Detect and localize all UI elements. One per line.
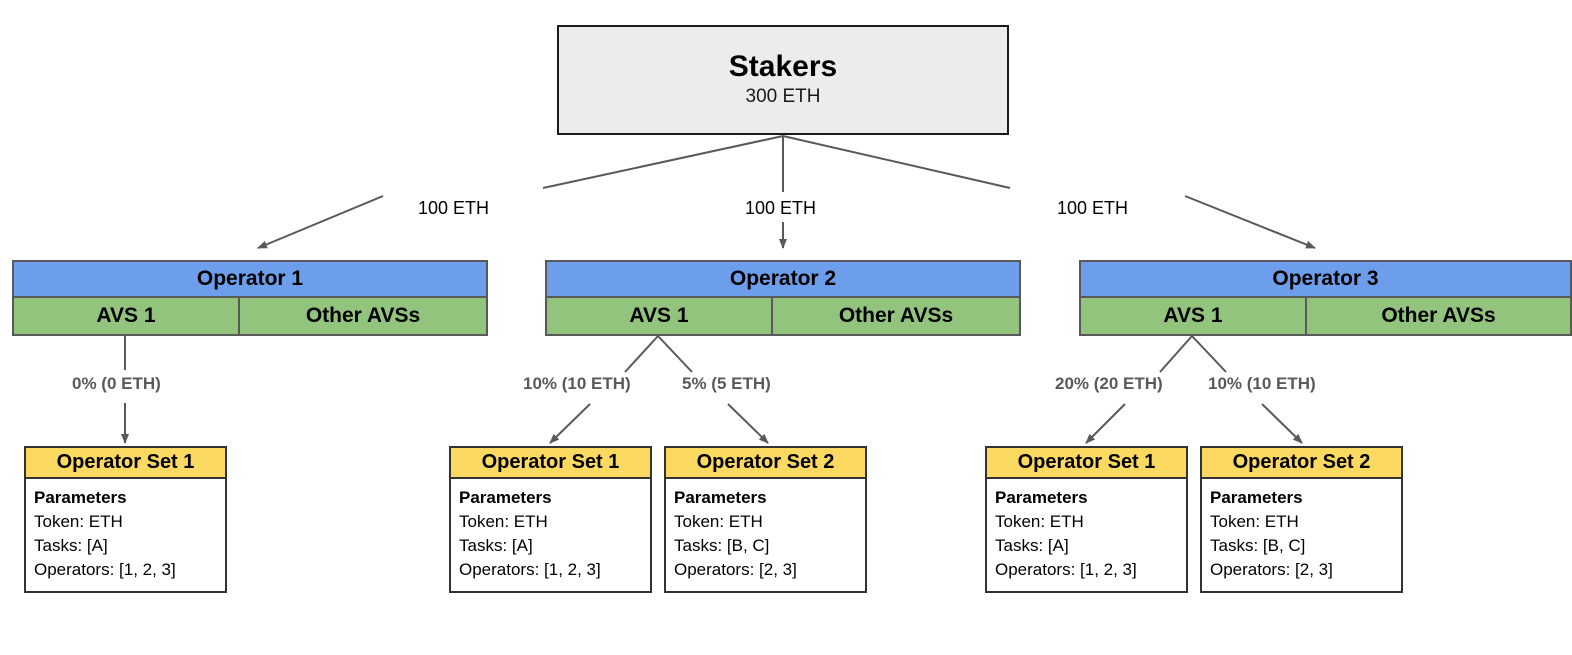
other-avs-cell-label: Other AVSs [1381,304,1496,327]
operator-set-header: Operator Set 2 [664,446,867,479]
param-operators: Operators: [1, 2, 3] [995,560,1137,580]
stake-edge-label-1: 100 ETH [418,198,490,218]
operator-set-box-op3-1[interactable]: Operator Set 1 Parameters Token: ETH Tas… [985,446,1188,593]
avs-cell-operator-3[interactable]: AVS 1 [1081,298,1307,334]
operator-set-box-op1-1[interactable]: Operator Set 1 Parameters Token: ETH Tas… [24,446,227,593]
other-avs-cell-operator-2[interactable]: Other AVSs [773,298,1019,334]
operator-header-3: Operator 3 [1081,262,1570,298]
avs-cell-operator-2[interactable]: AVS 1 [547,298,773,334]
operator-set-body: Parameters Token: ETH Tasks: [A] Operato… [24,479,227,593]
param-token: Token: ETH [1210,512,1299,532]
operator-set-body: Parameters Token: ETH Tasks: [B, C] Oper… [1200,479,1403,593]
stake-edge-label-2: 100 ETH [745,198,817,218]
operator-header-1: Operator 1 [14,262,486,298]
parameters-heading: Parameters [995,488,1088,507]
stakers-title: Stakers [728,49,838,83]
avs-cell-label: AVS 1 [1163,304,1223,327]
param-token: Token: ETH [995,512,1084,532]
operator-set-header: Operator Set 1 [24,446,227,479]
param-tasks: Tasks: [A] [995,536,1069,556]
operator-set-title: Operator Set 2 [696,451,835,473]
param-operators: Operators: [1, 2, 3] [459,560,601,580]
allocation-label-op2-set1: 10% (10 ETH) [523,374,631,393]
allocation-label-op3-set1: 20% (20 ETH) [1055,374,1163,393]
operator-set-header: Operator Set 1 [985,446,1188,479]
operator-avs-row-1: AVS 1 Other AVSs [14,298,486,334]
operator-set-title: Operator Set 2 [1232,451,1371,473]
param-tasks: Tasks: [A] [459,536,533,556]
operator-set-header: Operator Set 1 [449,446,652,479]
parameters-heading: Parameters [459,488,552,507]
param-operators: Operators: [2, 3] [674,560,797,580]
operator-set-header: Operator Set 2 [1200,446,1403,479]
param-tasks: Tasks: [A] [34,536,108,556]
param-token: Token: ETH [459,512,548,532]
edge-stakers-to-operator-1 [257,135,784,249]
other-avs-cell-label: Other AVSs [305,304,421,327]
operator-header-2: Operator 2 [547,262,1019,298]
stakers-amount: 300 ETH [745,86,821,108]
allocation-label-op2-set2: 5% (5 ETH) [682,374,771,393]
param-tasks: Tasks: [B, C] [674,536,770,556]
operator-name-label: Operator 2 [729,267,837,290]
stake-edge-label-3: 100 ETH [1057,198,1129,218]
param-token: Token: ETH [674,512,763,532]
param-operators: Operators: [1, 2, 3] [34,560,176,580]
operator-set-title: Operator Set 1 [1017,451,1156,473]
operator-set-box-op2-2[interactable]: Operator Set 2 Parameters Token: ETH Tas… [664,446,867,593]
param-token: Token: ETH [34,512,123,532]
allocation-label-op1-set1: 0% (0 ETH) [72,374,161,393]
other-avs-cell-operator-3[interactable]: Other AVSs [1307,298,1570,334]
operator-avs-row-3: AVS 1 Other AVSs [1081,298,1570,334]
stakers-box[interactable]: Stakers 300 ETH [557,25,1009,135]
parameters-heading: Parameters [34,488,127,507]
avs-cell-operator-1[interactable]: AVS 1 [14,298,240,334]
param-tasks: Tasks: [B, C] [1210,536,1306,556]
operator-set-body: Parameters Token: ETH Tasks: [A] Operato… [449,479,652,593]
other-avs-cell-operator-1[interactable]: Other AVSs [240,298,486,334]
operator-avs-row-2: AVS 1 Other AVSs [547,298,1019,334]
parameters-heading: Parameters [1210,488,1303,507]
avs-cell-label: AVS 1 [629,304,689,327]
avs-cell-label: AVS 1 [96,304,156,327]
operator-box-3[interactable]: Operator 3 AVS 1 Other AVSs [1079,260,1572,336]
operator-box-1[interactable]: Operator 1 AVS 1 Other AVSs [12,260,488,336]
other-avs-cell-label: Other AVSs [838,304,954,327]
edge-stakers-to-operator-3 [782,135,1316,249]
parameters-heading: Parameters [674,488,767,507]
operator-name-label: Operator 3 [1272,267,1379,290]
operator-set-box-op2-1[interactable]: Operator Set 1 Parameters Token: ETH Tas… [449,446,652,593]
operator-set-body: Parameters Token: ETH Tasks: [B, C] Oper… [664,479,867,593]
operator-set-body: Parameters Token: ETH Tasks: [A] Operato… [985,479,1188,593]
operator-set-box-op3-2[interactable]: Operator Set 2 Parameters Token: ETH Tas… [1200,446,1403,593]
operator-name-label: Operator 1 [196,267,304,290]
operator-box-2[interactable]: Operator 2 AVS 1 Other AVSs [545,260,1021,336]
allocation-label-op3-set2: 10% (10 ETH) [1208,374,1316,393]
operator-set-title: Operator Set 1 [56,451,195,473]
operator-set-title: Operator Set 1 [481,451,620,473]
param-operators: Operators: [2, 3] [1210,560,1333,580]
